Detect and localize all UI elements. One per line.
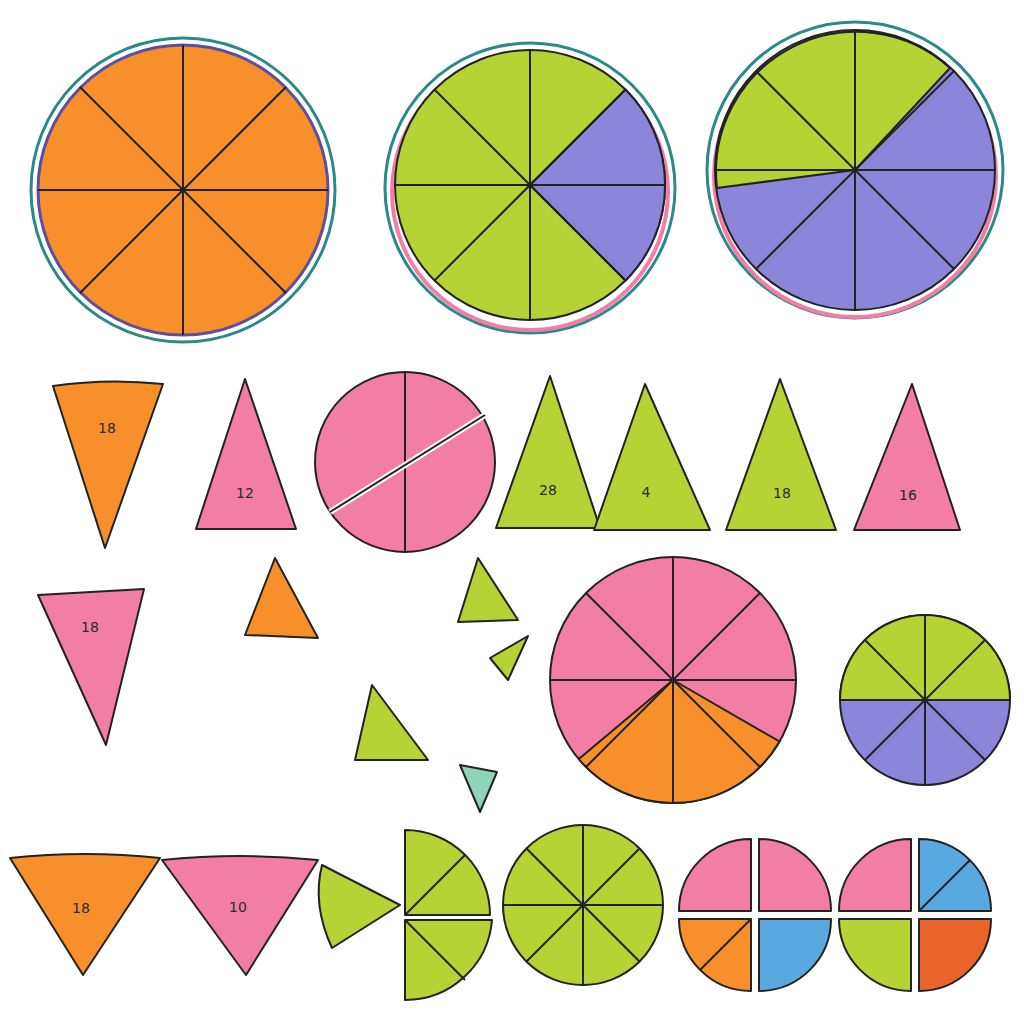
piece-outline	[850, 380, 965, 535]
piece-outline	[492, 372, 604, 534]
fraction-number: 18	[773, 486, 791, 500]
piece-shape	[53, 381, 163, 548]
piece-shape	[162, 856, 318, 975]
fraction-piece: 18	[722, 375, 840, 535]
piece-outline	[190, 375, 302, 535]
fraction-number: 18	[98, 421, 116, 435]
fraction-number: 16	[899, 488, 917, 502]
piece-outline	[722, 375, 840, 535]
fraction-number: 12	[236, 486, 254, 500]
piece-shape	[854, 384, 960, 530]
piece-outline	[158, 852, 323, 980]
fraction-piece: 28	[492, 372, 604, 534]
fraction-piece: 18	[45, 378, 170, 553]
piece-outline	[32, 585, 150, 750]
fraction-piece: 18	[5, 850, 165, 980]
fraction-piece: 18	[32, 585, 150, 750]
fraction-number: 10	[229, 900, 247, 914]
fraction-number: 28	[539, 483, 557, 497]
fraction-piece: 4	[590, 380, 714, 534]
piece-shape	[10, 854, 160, 975]
piece-outline	[590, 380, 714, 534]
piece-shape	[196, 379, 296, 529]
piece-shape	[726, 379, 836, 530]
piece-outline	[5, 850, 165, 980]
fraction-number: 4	[642, 485, 651, 499]
piece-shape	[496, 376, 600, 528]
fraction-number: 18	[81, 620, 99, 634]
fraction-piece: 16	[850, 380, 965, 535]
fraction-piece: 12	[190, 375, 302, 535]
piece-shape	[594, 384, 710, 530]
piece-shape	[38, 589, 144, 745]
fraction-number: 18	[72, 901, 90, 915]
piece-outline	[45, 378, 170, 553]
fraction-piece: 10	[158, 852, 323, 980]
